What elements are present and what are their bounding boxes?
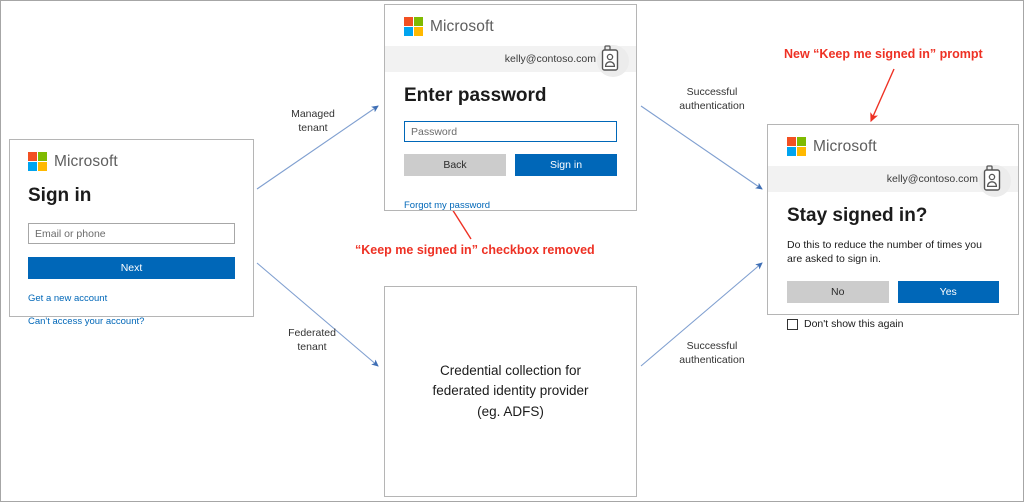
link-forgot-password[interactable]: Forgot my password [404,200,491,211]
label-successful-auth-bottom: Successful authentication [679,340,745,367]
signin-button[interactable]: Sign in [515,154,617,176]
email-input[interactable]: Email or phone [28,223,235,244]
back-button[interactable]: Back [404,154,506,176]
microsoft-logo: Microsoft [28,152,235,171]
logo-square-blue [787,147,796,156]
arrow-annot-new-prompt [870,68,895,123]
microsoft-logo: Microsoft [385,5,636,46]
yes-button[interactable]: Yes [897,281,999,304]
logo-square-red [28,152,37,161]
federated-idp-text: Credential collection for federated iden… [432,361,588,422]
dont-show-again-checkbox[interactable] [787,318,798,330]
microsoft-logo-squares [28,152,47,171]
signin-panel: Microsoft Sign in Email or phone Next Ge… [9,139,254,327]
logo-square-red [787,137,796,146]
label-successful-auth-top: Successful authentication [679,86,745,113]
annotation-new-prompt: New “Keep me signed in” prompt [784,47,983,61]
link-get-new-account[interactable]: Get a new account [28,293,108,304]
dont-show-again-label: Don't show this again [804,318,904,331]
stay-signed-in-heading: Stay signed in? [787,205,928,226]
logo-square-blue [404,27,413,36]
microsoft-logo: Microsoft [768,125,1018,166]
federated-line-1: Credential collection for [439,363,582,379]
logo-square-red [404,17,413,26]
stay-signed-in-body: Do this to reduce the number of times yo… [787,239,982,266]
label-federated-tenant: Federated tenant [288,327,336,354]
link-cant-access-account[interactable]: Can't access your account? [28,316,145,327]
dont-show-again-checkbox-row[interactable]: Don't show this again [787,318,999,330]
microsoft-logo-squares [787,137,806,156]
signin-heading: Sign in [28,185,92,206]
microsoft-wordmark: Microsoft [430,17,494,35]
logo-square-yellow [414,27,423,36]
password-panel: Microsoft kelly@contoso.com Enter passwo… [384,4,637,211]
password-heading: Enter password [404,85,547,106]
logo-square-yellow [797,147,806,156]
user-email: kelly@contoso.com [504,53,596,65]
logo-square-blue [28,162,37,171]
label-managed-tenant: Managed tenant [291,108,335,135]
federated-line-3: (eg. ADFS) [477,403,544,419]
microsoft-wordmark: Microsoft [54,152,118,170]
microsoft-wordmark: Microsoft [813,137,877,155]
stay-signed-in-panel: Microsoft kelly@contoso.com Stay signed … [767,124,1019,330]
user-banner: kelly@contoso.com [385,45,636,77]
id-badge-icon[interactable] [596,40,630,78]
id-badge-icon[interactable] [978,160,1012,198]
microsoft-logo-squares [404,17,423,36]
federated-idp-panel: Credential collection for federated iden… [384,286,637,497]
logo-square-green [797,137,806,146]
user-email: kelly@contoso.com [886,173,978,185]
next-button[interactable]: Next [28,257,235,279]
user-banner: kelly@contoso.com [768,165,1018,197]
logo-square-green [414,17,423,26]
arrow-auth-top [640,105,763,190]
password-input[interactable]: Password [404,121,617,142]
annotation-checkbox-removed: “Keep me signed in” checkbox removed [355,243,595,257]
federated-line-2: federated identity provider [432,383,589,399]
logo-square-green [38,152,47,161]
logo-square-yellow [38,162,47,171]
no-button[interactable]: No [787,281,889,304]
